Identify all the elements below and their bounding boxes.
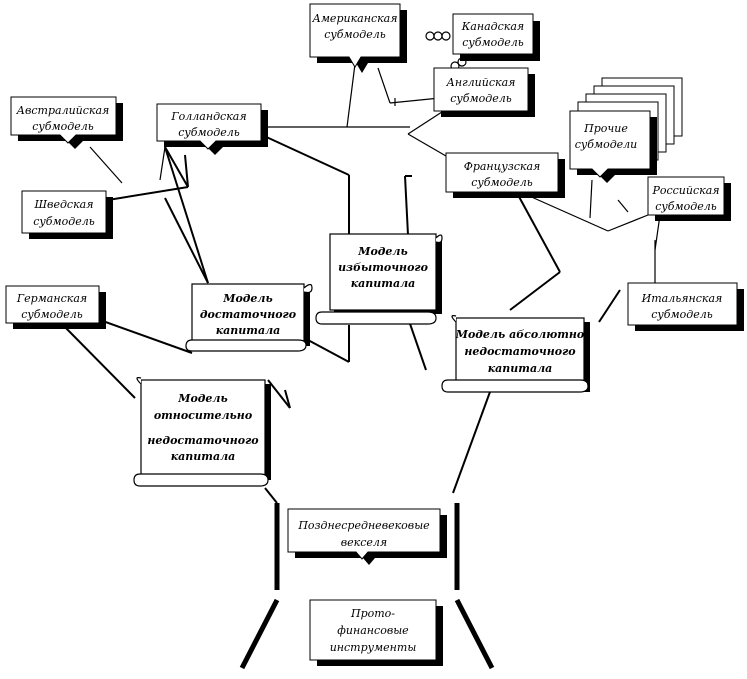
model-relative-scroll: Модель относительно недостаточного капит… <box>133 377 271 487</box>
submodel-italian-line1: Итальянская <box>641 292 723 305</box>
submodel-russian-line2: субмодель <box>655 200 716 213</box>
model-sufficient-line3: капитала <box>216 324 281 337</box>
submodel-english-box: Английская субмодель <box>433 67 535 117</box>
model-sufficient-line2: достаточного <box>200 308 296 321</box>
submodel-russian-box: Российская субмодель <box>647 176 731 221</box>
root-bills-box: Позднесредневековые векселя <box>287 508 447 565</box>
submodel-russian-line1: Российская <box>651 184 719 197</box>
submodel-swedish-line1: Шведская <box>33 198 93 211</box>
submodel-canadian-box: Канадская субмодель <box>452 13 540 61</box>
root-bills-line1: Позднесредневековые <box>297 519 430 532</box>
submodel-german-line2: субмодель <box>21 308 82 321</box>
submodel-dutch-line2: субмодель <box>178 126 239 139</box>
submodel-german-box: Германская субмодель <box>5 285 106 329</box>
submodel-australian-box: Австралийская субмодель <box>10 96 123 149</box>
submodel-american-line2: субмодель <box>324 28 385 41</box>
model-absolute-scroll: Модель абсолютно недостаточного капитала <box>441 315 590 393</box>
model-relative-line4: капитала <box>171 450 236 463</box>
model-sufficient-scroll: Модель достаточного капитала <box>185 283 313 352</box>
submodel-dutch-box: Голландская субмодель <box>156 103 268 155</box>
model-excess-line1: Модель <box>357 245 407 258</box>
submodel-canadian-line2: субмодель <box>462 36 523 49</box>
submodel-swedish-line2: субмодель <box>33 215 94 228</box>
model-absolute-line1: Модель абсолютно <box>455 328 584 341</box>
model-excess-line3: капитала <box>351 277 416 290</box>
model-absolute-line2: недостаточного <box>464 345 575 358</box>
model-relative-line3: недостаточного <box>147 434 258 447</box>
submodel-english-line1: Английская <box>446 76 516 89</box>
root-proto-box: Прото- финансовые инструменты <box>309 599 443 666</box>
submodel-dutch-line1: Голландская <box>170 110 246 123</box>
submodel-italian-box: Итальянская субмодель <box>627 282 744 331</box>
submodel-english-line2: субмодель <box>450 92 511 105</box>
model-relative-line1: Модель <box>177 392 227 405</box>
submodel-other-line2: субмодели <box>575 138 638 151</box>
submodel-canadian-line1: Канадская <box>461 20 524 33</box>
model-relative-line2: относительно <box>154 409 252 422</box>
submodel-french-box: Французская субмодель <box>445 152 565 198</box>
tree-branches <box>59 63 661 670</box>
submodel-australian-line2: субмодель <box>32 120 93 133</box>
submodel-french-line2: субмодель <box>471 176 532 189</box>
root-proto-line3: инструменты <box>330 641 417 654</box>
submodel-german-line1: Германская <box>16 292 87 305</box>
model-sufficient-line1: Модель <box>222 292 272 305</box>
submodel-other-line1: Прочие <box>583 122 628 135</box>
submodel-australian-line1: Австралийская <box>16 104 110 117</box>
submodel-swedish-box: Шведская субмодель <box>21 190 113 239</box>
submodel-american-box: Американская субмодель <box>309 3 407 73</box>
model-excess-line2: избыточного <box>338 261 428 274</box>
submodel-other-stack: Прочие субмодели <box>569 77 683 183</box>
root-proto-line1: Прото- <box>350 607 395 620</box>
root-bills-line2: векселя <box>341 536 387 549</box>
submodel-italian-line2: субмодель <box>651 308 712 321</box>
submodel-american-line1: Американская <box>311 12 397 25</box>
model-excess-scroll: Модель избыточного капитала <box>315 233 443 325</box>
submodel-french-line1: Французская <box>464 160 541 173</box>
root-proto-line2: финансовые <box>337 624 409 637</box>
model-absolute-line3: капитала <box>488 362 553 375</box>
